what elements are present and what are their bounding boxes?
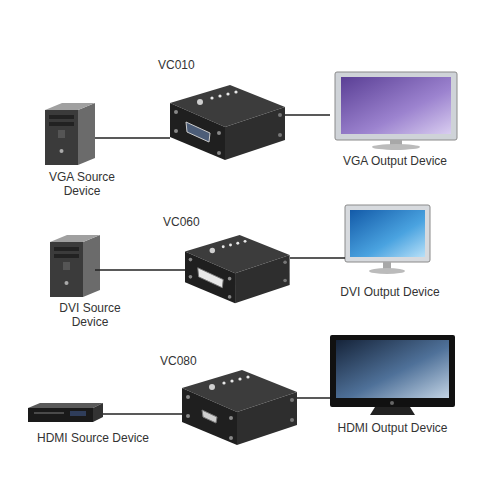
device-label: HDMI Source Device bbox=[18, 431, 168, 445]
converter-vc060 bbox=[185, 235, 290, 303]
device-label: DVI Source Device bbox=[40, 301, 140, 329]
vga-monitor bbox=[335, 72, 457, 150]
dvd-player bbox=[28, 403, 103, 422]
signal-cable bbox=[103, 413, 182, 415]
hdmi-tv bbox=[330, 335, 455, 415]
converter-box: VC080 bbox=[182, 370, 297, 445]
player-display bbox=[70, 411, 86, 416]
output-device: DVI Output Device bbox=[345, 205, 430, 275]
signal-cable bbox=[95, 137, 170, 139]
hdmi-port bbox=[202, 410, 217, 423]
tv-bezel bbox=[330, 335, 455, 407]
device-label: HDMI Output Device bbox=[320, 421, 465, 435]
converter-box bbox=[170, 85, 285, 160]
signal-cable bbox=[285, 114, 330, 116]
player-side bbox=[93, 403, 103, 422]
model-label: VC060 bbox=[163, 215, 223, 229]
converter-box: VC060 bbox=[185, 235, 290, 303]
tv-stand bbox=[370, 407, 415, 415]
converter-vc010 bbox=[170, 85, 285, 160]
monitor-screen bbox=[341, 77, 451, 134]
device-label: VGA Source Device bbox=[32, 170, 132, 198]
output-device: VGA Output Device bbox=[330, 70, 460, 148]
converter-vc080 bbox=[182, 370, 297, 445]
player-top bbox=[28, 403, 103, 408]
signal-cable bbox=[297, 397, 330, 399]
source-device: HDMI Source Device bbox=[28, 403, 103, 422]
output-device: HDMI Output Device bbox=[330, 335, 455, 415]
source-device: VGA Source Device bbox=[45, 103, 95, 165]
disc-tray bbox=[34, 412, 64, 414]
vga-port bbox=[186, 122, 210, 142]
source-device: DVI Source Device bbox=[50, 235, 95, 297]
pc-tower bbox=[50, 235, 100, 297]
dvi-port bbox=[198, 268, 223, 288]
converter-box bbox=[185, 235, 290, 303]
monitor-bezel bbox=[345, 205, 430, 262]
converter-box bbox=[182, 370, 297, 445]
model-label: VC080 bbox=[160, 354, 220, 368]
monitor-base bbox=[372, 144, 420, 150]
signal-cable bbox=[95, 269, 185, 271]
device-label: VGA Output Device bbox=[315, 154, 475, 168]
pc-tower bbox=[45, 103, 95, 165]
converter-box: VC010 bbox=[170, 85, 285, 160]
device-label: DVI Output Device bbox=[310, 285, 470, 299]
monitor-base bbox=[369, 268, 405, 274]
model-label: VC010 bbox=[158, 58, 218, 72]
signal-cable bbox=[290, 257, 345, 259]
monitor-screen bbox=[350, 210, 425, 257]
tv-screen bbox=[336, 340, 449, 398]
tv-button bbox=[390, 401, 394, 405]
dvi-monitor bbox=[345, 205, 430, 274]
player-front bbox=[28, 408, 93, 422]
monitor-bezel bbox=[335, 72, 457, 140]
